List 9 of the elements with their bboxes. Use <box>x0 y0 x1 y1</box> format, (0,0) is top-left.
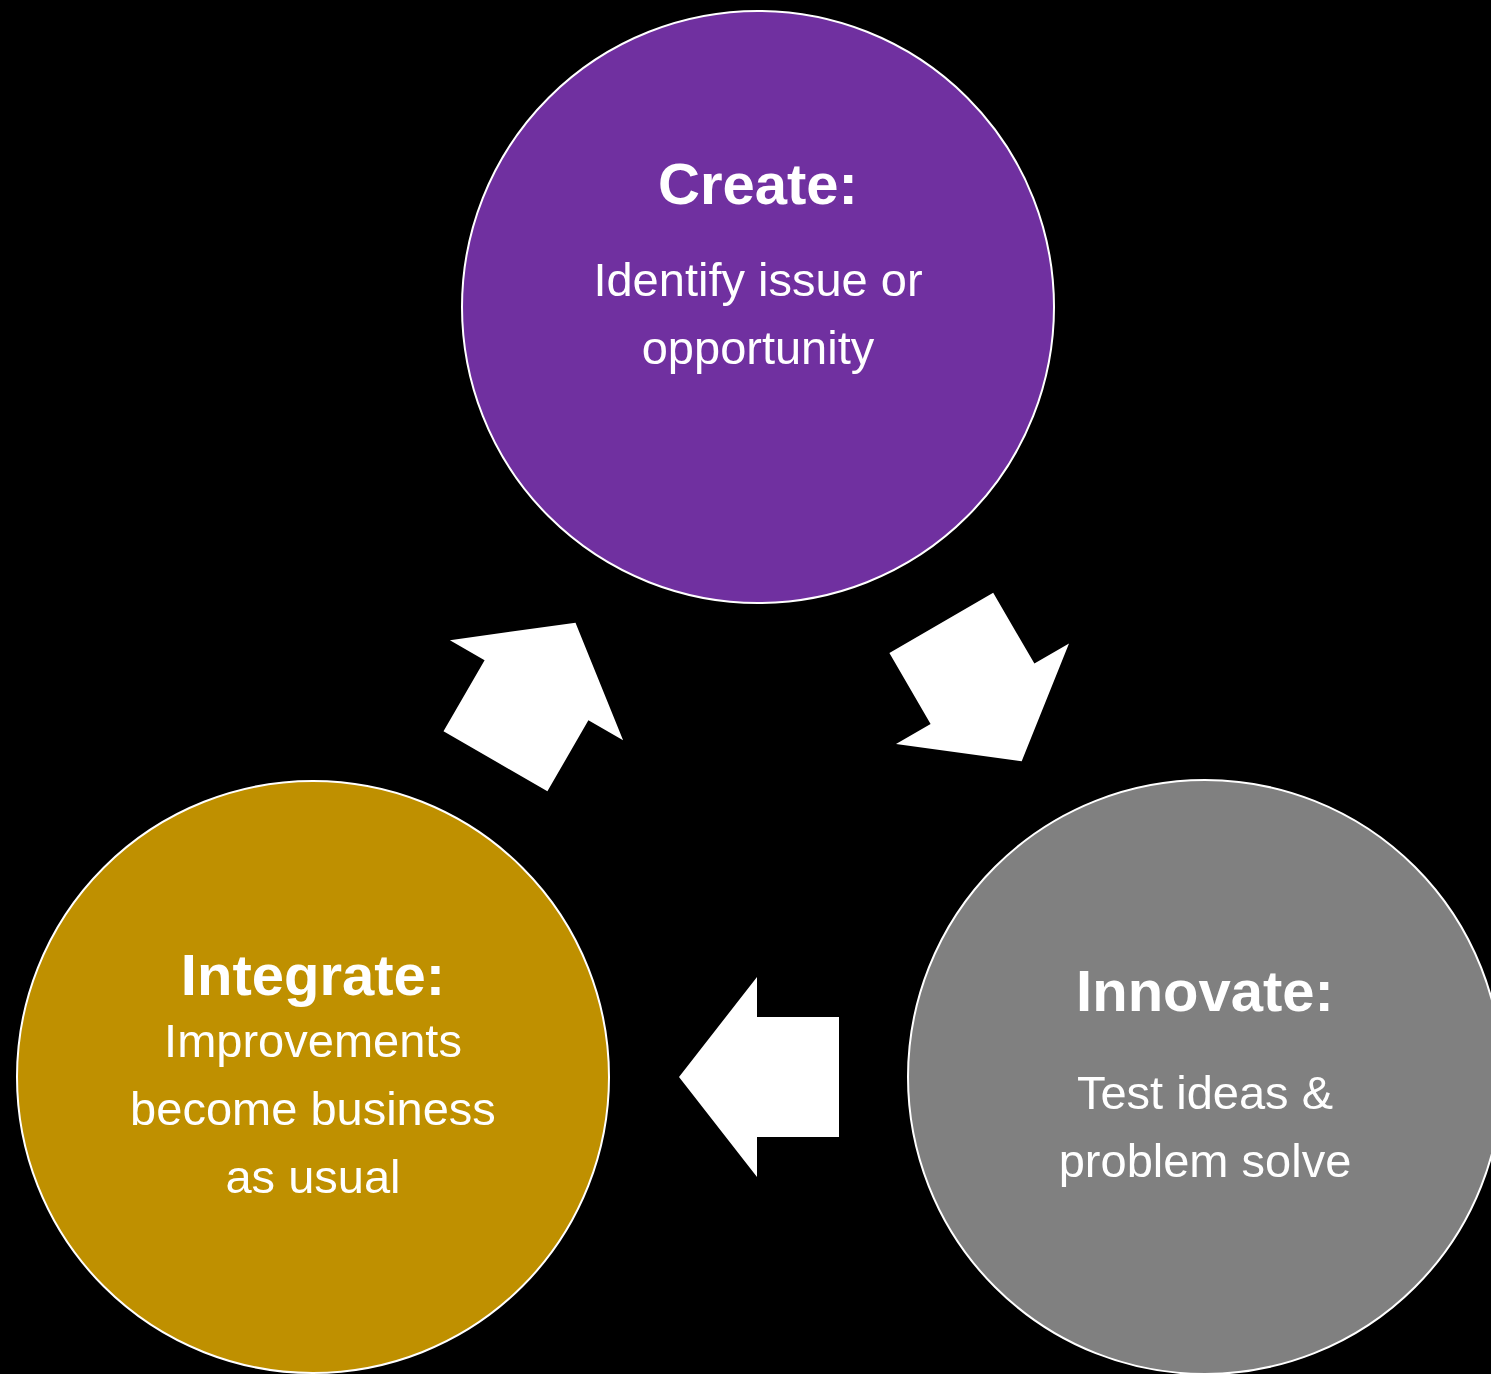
stage-description: Improvements become business as usual <box>129 1012 497 1205</box>
stage-title: Innovate: <box>1076 958 1334 1023</box>
block-arrow <box>889 592 1069 762</box>
block-arrow <box>679 977 839 1177</box>
stage-title: Create: <box>658 151 858 216</box>
stage-description: Test ideas & problem solve <box>1057 1064 1353 1189</box>
block-arrow <box>443 622 624 792</box>
stage-description: Identify issue or opportunity <box>592 251 924 376</box>
stage-title: Integrate: <box>180 942 446 1007</box>
